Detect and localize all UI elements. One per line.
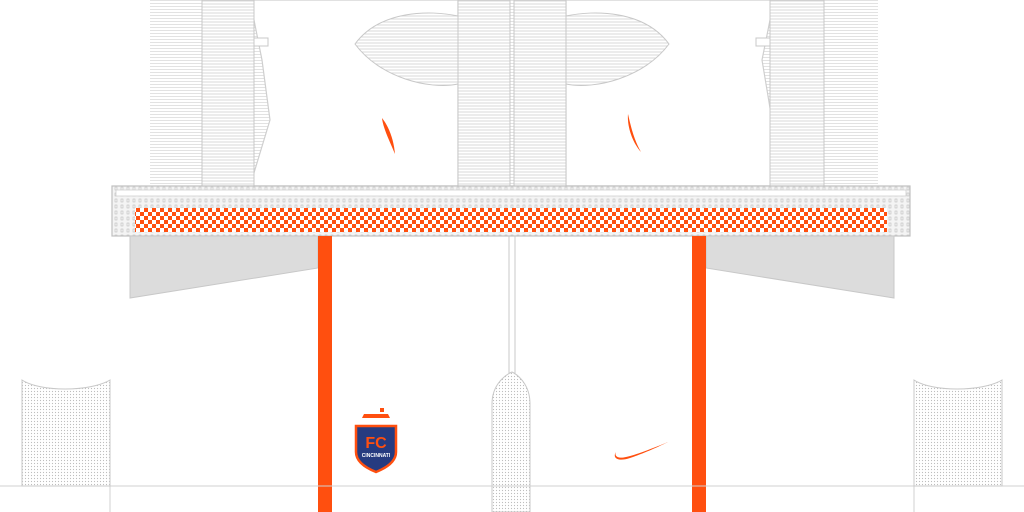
left-flap <box>129 235 319 299</box>
waistband <box>111 185 911 237</box>
right-side-stripe <box>692 236 706 512</box>
crest-club-name: CINCINNATI <box>362 453 391 459</box>
upper-panel <box>150 0 878 187</box>
right-leg-panel <box>913 379 1003 487</box>
right-flap <box>705 235 895 299</box>
crest-initials: FC <box>365 435 387 452</box>
fc-cincinnati-crest-icon: FC CINCINNATI <box>354 408 398 474</box>
waistband-checker-stripe <box>135 208 887 232</box>
nike-swoosh-icon <box>382 118 395 154</box>
nike-swoosh-icon <box>614 442 668 460</box>
left-side-stripe <box>318 236 332 512</box>
center-gusset <box>491 371 531 512</box>
left-leg-panel <box>21 379 111 487</box>
